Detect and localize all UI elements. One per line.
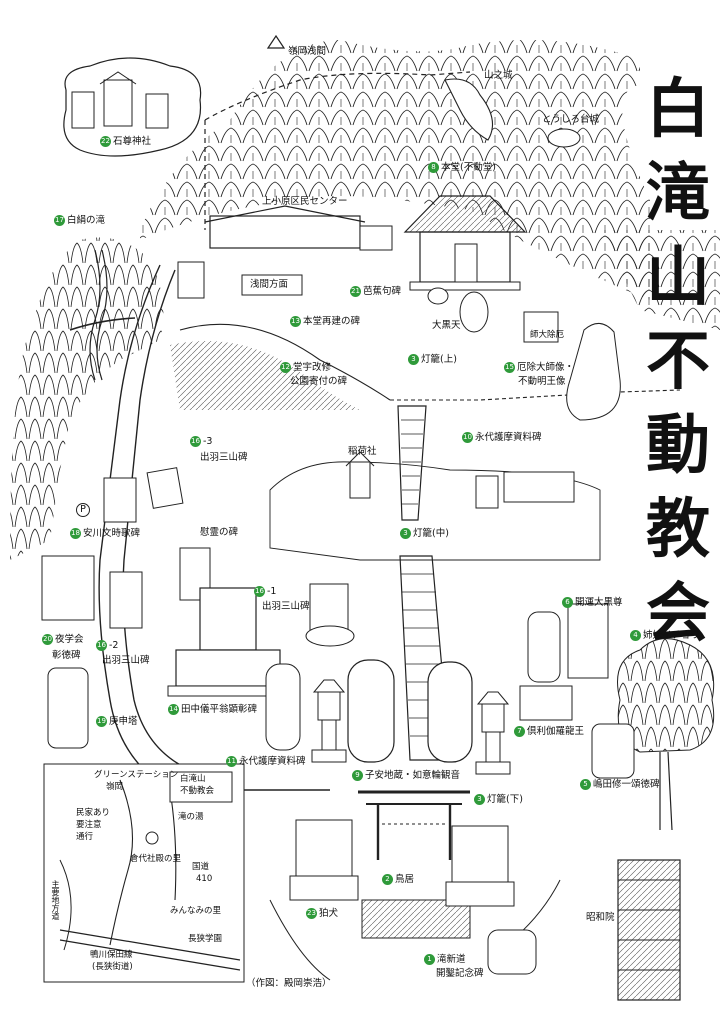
label-dewa-2: 出羽三山碑 (102, 655, 150, 666)
map-title: 白 滝 山 不 動 教 会 (640, 68, 716, 656)
credit: （作図：殿岡崇浩） (246, 978, 332, 989)
community-center (177, 205, 393, 299)
label-toshiro: とうしろ台城 (542, 114, 600, 125)
inset-green-station-2: 嶺岡 (106, 782, 124, 792)
inset-green-station: グリーンステーション (94, 770, 179, 780)
waterfall-stream (89, 249, 101, 381)
trail-dashed (204, 71, 471, 121)
road (98, 264, 330, 791)
stairs-upper (397, 405, 427, 521)
inset-road-num: 国道 (192, 862, 210, 872)
title-char: 動 (646, 408, 710, 483)
inset-nagasa: 長狭学園 (188, 934, 223, 944)
ginkgo-tree (617, 638, 715, 831)
hill-slope (179, 323, 391, 401)
title-char: 不 (646, 324, 710, 399)
label-fudo-myoo: 不動明王像 (518, 376, 566, 387)
label-koen-kifu: 公園寄付の碑 (290, 376, 348, 387)
parking-icon: P (76, 503, 90, 517)
label-dewa-1: 出羽三山碑 (262, 601, 310, 612)
inset-temple: 白滝山 (180, 774, 206, 784)
inset-tateyama: 主要地方道 (51, 880, 60, 920)
label-daikokuten: 大黒天 (432, 320, 461, 331)
label-fudo-sign: 師大除厄 (530, 330, 565, 340)
label-shotoku: 彰徳碑 (52, 650, 81, 661)
inset-line-2: (長狭街道) (92, 962, 133, 972)
inset-minka-3: 通行 (76, 832, 94, 842)
label-kaisaku: 開鑿記念碑 (436, 968, 484, 979)
title-char: 会 (646, 576, 710, 651)
label-dewa-3: 出羽三山碑 (200, 452, 248, 463)
label-yamanojo: 山之城 (484, 70, 513, 81)
inset-minna: みんなみの里 (170, 906, 222, 916)
label-showain: 昭和院 (586, 912, 615, 923)
label-dewa-2-num: 16-2 (96, 640, 119, 651)
title-char: 山 (646, 240, 710, 315)
title-char: 教 (646, 492, 710, 567)
lantern-left (311, 679, 347, 763)
torii-gate (358, 790, 470, 860)
tanaka-memorial (167, 587, 289, 697)
inset-minka-2: 要注意 (76, 820, 102, 830)
showain-building (617, 859, 681, 1001)
inari-area (269, 461, 601, 561)
title-char: 滝 (646, 156, 710, 231)
inset-map (43, 763, 245, 983)
label-inari: 稲荷社 (348, 446, 377, 457)
mountain-forest (140, 40, 650, 300)
label-dewa-3-num: 16-3 (190, 436, 213, 447)
inset-road-num-2: 410 (196, 874, 213, 884)
main-hall (403, 195, 621, 421)
inset-taki-no-yu: 滝の湯 (178, 812, 204, 822)
inset-line-1: 鴨川保田線 (90, 950, 133, 960)
lantern-right (475, 691, 511, 775)
label-community-center: 上小原区民センター (262, 196, 348, 207)
label-irei: 慰霊の碑 (200, 527, 239, 538)
inset-temple-2: 不動教会 (180, 786, 215, 796)
label-dewa-1-num: 16-1 (254, 586, 277, 597)
inset-kura: 倉代社殿の里 (130, 854, 182, 864)
label-mt-sengen: 嶺岡浅間 (288, 46, 327, 57)
title-char: 白 (646, 72, 710, 147)
inset-minka: 民家あり (76, 808, 111, 818)
summit-marker (266, 34, 286, 49)
label-sengen-direction: 浅間方面 (250, 279, 289, 290)
